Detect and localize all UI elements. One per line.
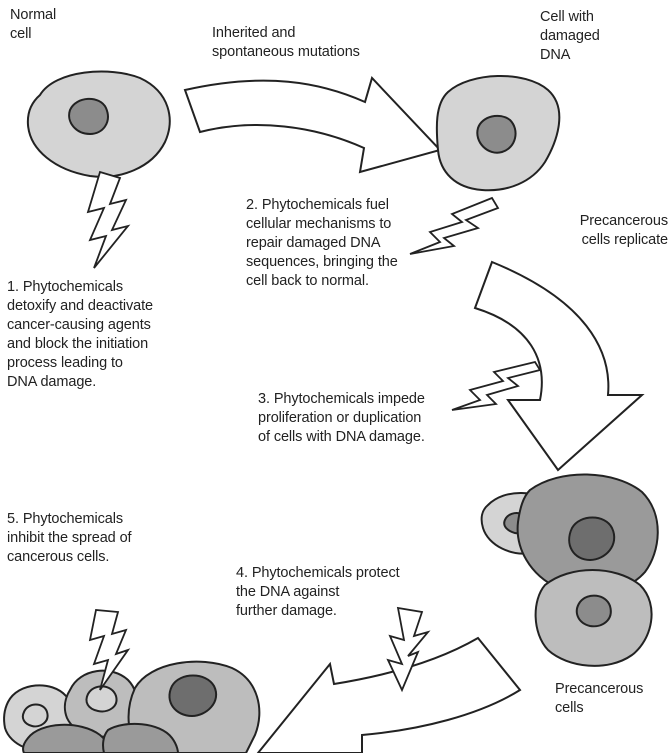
label-step-1: 1. Phytochemicals detoxify and deactivat…	[7, 278, 153, 392]
damaged-cell	[437, 76, 560, 190]
label-precancerous-replicate: Precancerous cells replicate	[580, 212, 668, 250]
normal-cell	[28, 71, 170, 176]
arrow-spread	[258, 638, 520, 753]
label-precancerous-cells: Precancerous cells	[555, 680, 643, 718]
label-step-5: 5. Phytochemicals inhibit the spread of …	[7, 510, 131, 567]
lightning-bolt-2	[410, 198, 498, 254]
cancerous-cell-cluster	[4, 662, 259, 753]
label-step-4: 4. Phytochemicals protect the DNA agains…	[236, 564, 400, 621]
label-step-3: 3. Phytochemicals impede proliferation o…	[258, 390, 425, 447]
label-damaged-cell: Cell with damaged DNA	[540, 8, 600, 65]
precancerous-cell-cluster	[482, 474, 658, 665]
arrow-replicate	[475, 262, 642, 470]
lightning-bolt-1	[88, 172, 128, 268]
arrow-mutation	[185, 78, 440, 172]
label-normal-cell: Normal cell	[10, 6, 56, 44]
label-step-2: 2. Phytochemicals fuel cellular mechanis…	[246, 196, 398, 291]
label-mutations: Inherited and spontaneous mutations	[212, 24, 360, 62]
